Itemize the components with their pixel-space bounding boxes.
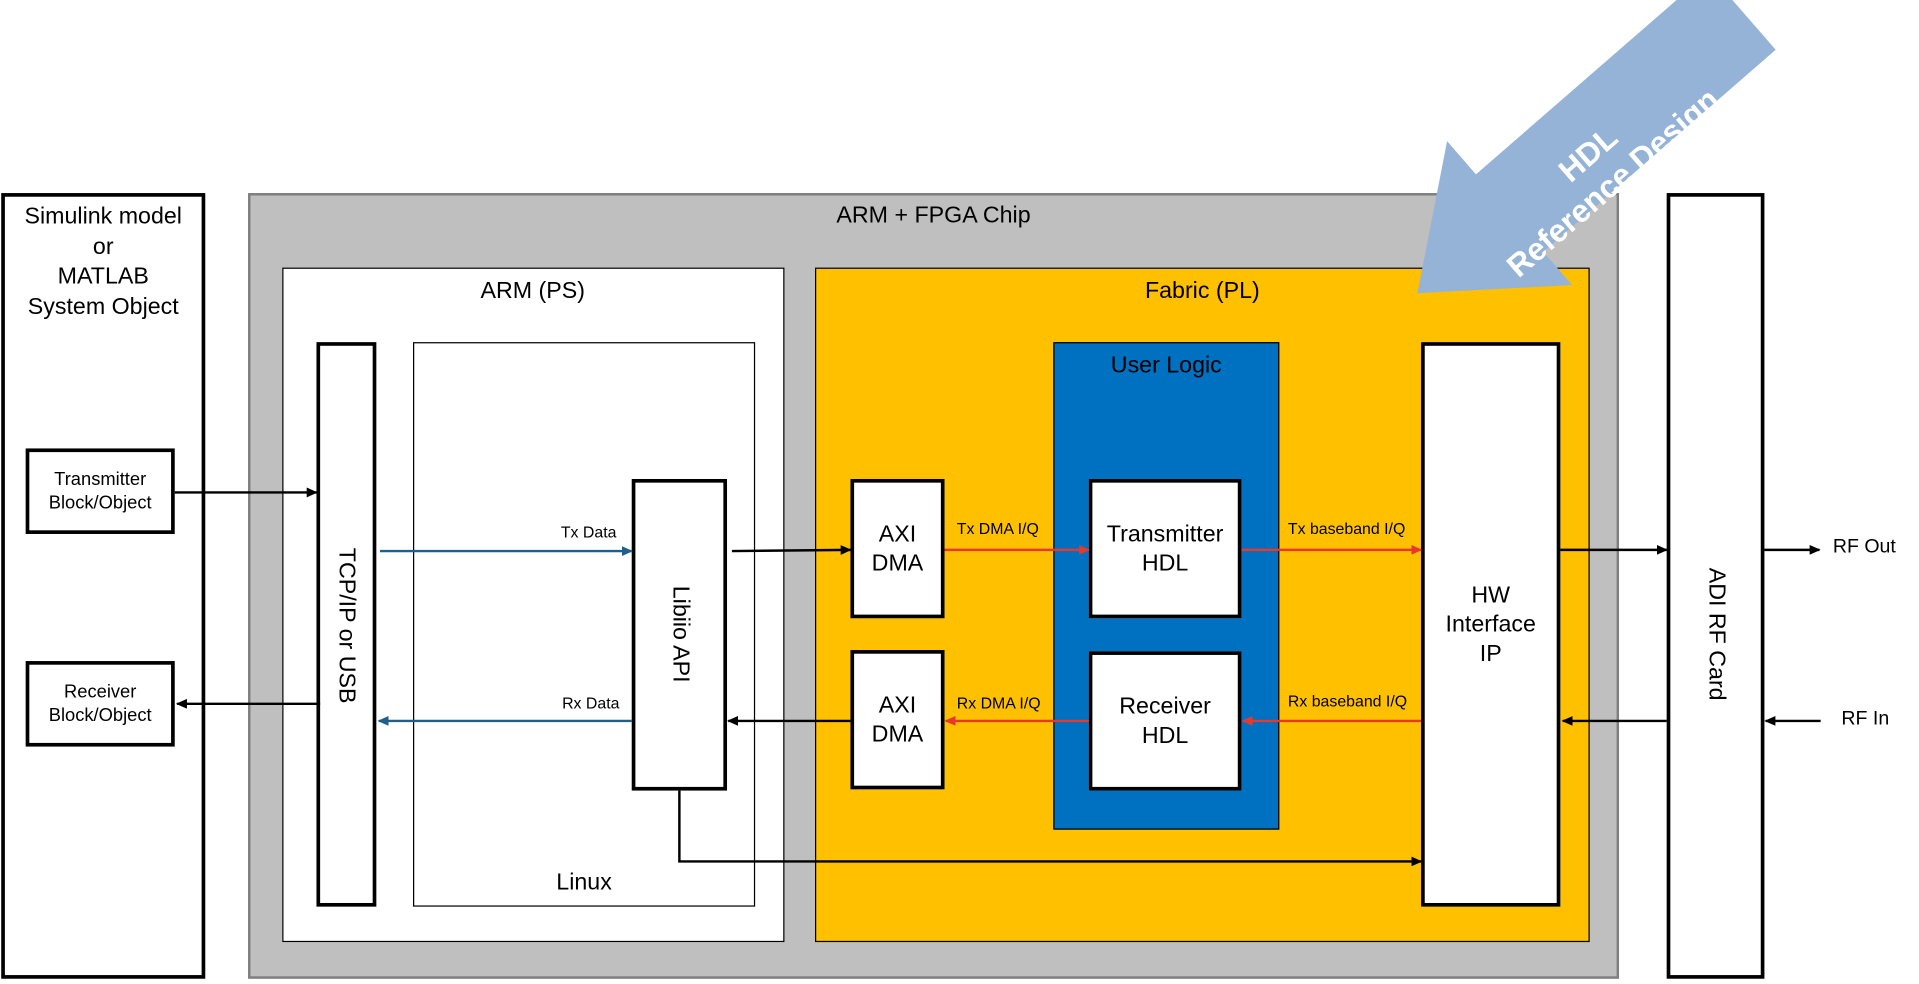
user-logic-title: User Logic xyxy=(1110,353,1222,379)
arm-title: ARM (PS) xyxy=(480,278,585,305)
receiver-hdl-label: Receiver HDL xyxy=(1119,694,1211,750)
rx-dma-iq-label: Rx DMA I/Q xyxy=(956,694,1041,713)
hdl-reference-design-callout-arrow xyxy=(1417,0,1776,294)
libiio-control-arrow xyxy=(678,790,1423,867)
linux-label: Linux xyxy=(556,869,612,896)
libiio-to-axi-dma-arrow xyxy=(731,545,852,555)
receiver-block xyxy=(25,661,175,747)
chip-title: ARM + FPGA Chip xyxy=(836,202,1031,229)
tx-baseband-label: Tx baseband I/Q xyxy=(1287,519,1406,538)
fabric-title: Fabric (PL) xyxy=(1144,278,1260,305)
libiio-block xyxy=(631,478,728,791)
tx-data-label: Tx Data xyxy=(560,522,617,542)
hw-interface-block xyxy=(1421,342,1561,907)
rx-data-label: Rx Data xyxy=(562,694,620,713)
hw-interface-label: HW Interface IP xyxy=(1445,582,1536,668)
transmitter-block-label: Transmitter Block/Object xyxy=(48,469,152,514)
host-title-line: Simulink model xyxy=(24,204,182,230)
host-title-line: MATLAB xyxy=(57,263,149,290)
rf-out-label: RF Out xyxy=(1832,536,1896,558)
tx-dma-iq-label: Tx DMA I/Q xyxy=(956,519,1039,538)
host-title-line: or xyxy=(92,233,114,260)
axi-dma-tx-block xyxy=(850,478,945,619)
rf-card-panel xyxy=(1666,193,1765,979)
rx-baseband-label: Rx baseband I/Q xyxy=(1287,691,1408,710)
host-title-line: System Object xyxy=(27,293,179,320)
tcpip-block xyxy=(316,342,377,907)
receiver-block-label: Receiver Block/Object xyxy=(48,681,152,726)
host-panel xyxy=(1,193,206,979)
transmitter-hdl-label: Transmitter HDL xyxy=(1106,521,1224,577)
receiver-hdl-block xyxy=(1088,651,1242,791)
rf-in-label: RF In xyxy=(1841,708,1890,730)
axi-dma-rx-block xyxy=(850,650,945,790)
host-title: Simulink model or MATLAB System Object xyxy=(5,203,202,323)
axi-dma-rx-label: AXI DMA xyxy=(871,692,924,748)
transmitter-hdl-block xyxy=(1088,478,1242,619)
axi-dma-tx-label: AXI DMA xyxy=(871,521,924,577)
transmitter-block xyxy=(25,448,175,534)
